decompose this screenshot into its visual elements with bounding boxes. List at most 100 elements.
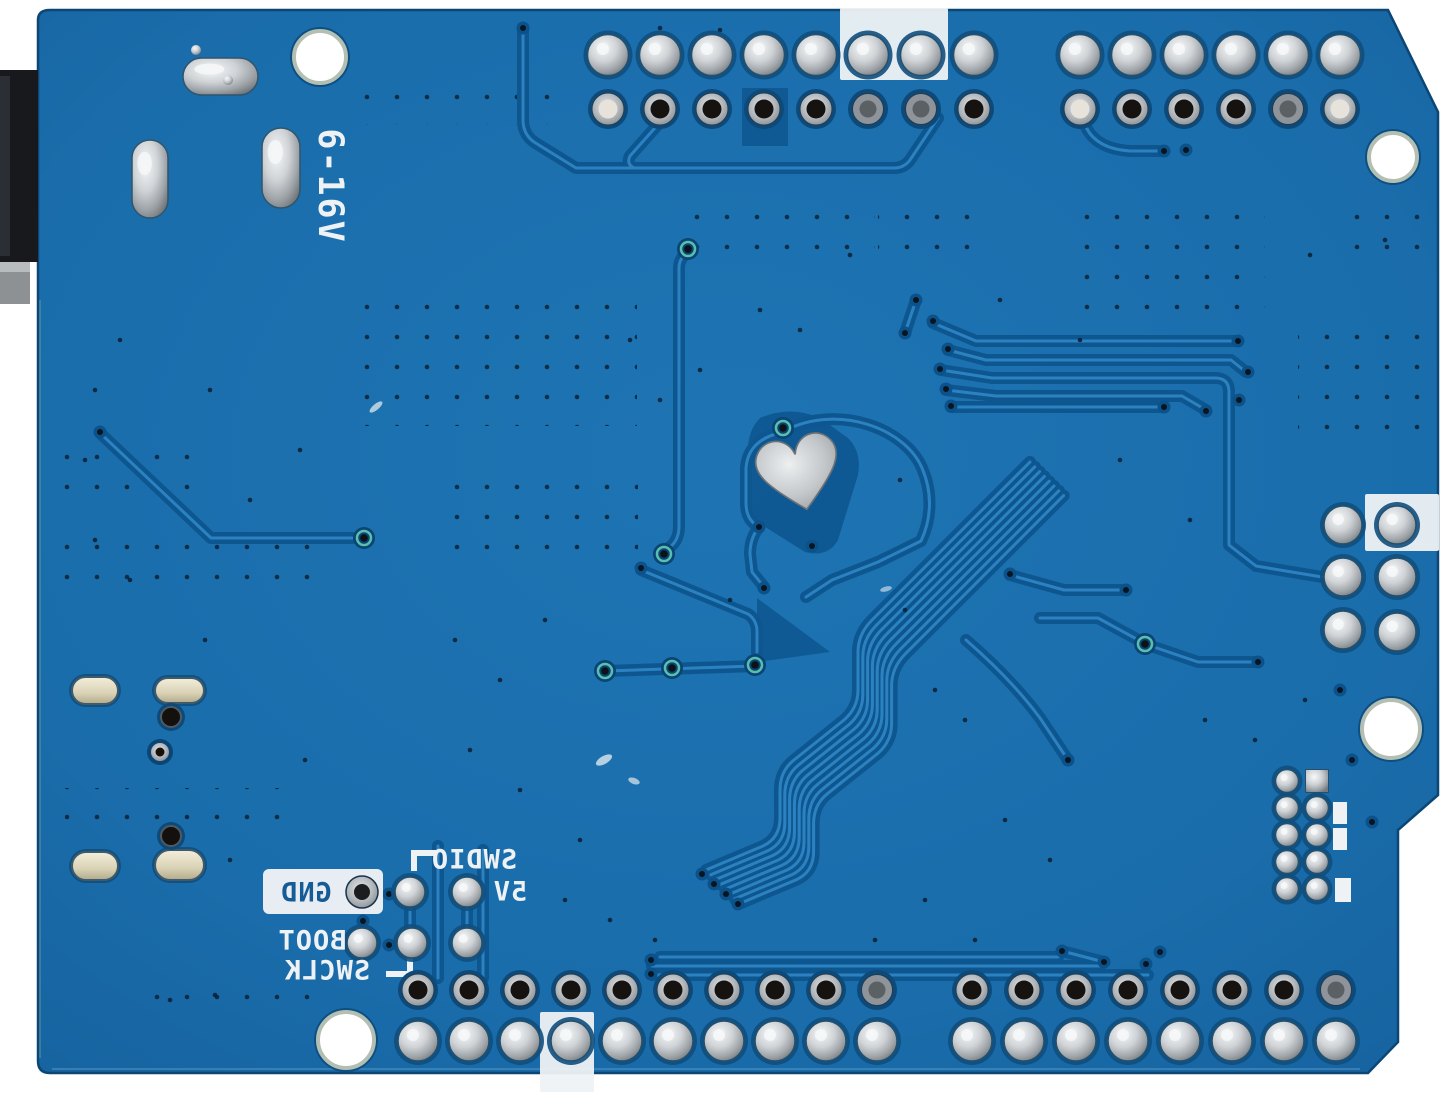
through-hole-center [1330,99,1350,119]
solder-joint [1263,1020,1305,1062]
drill-dot [497,677,503,683]
copper-trace [98,431,354,540]
solder-glint [764,1029,776,1041]
copper-trace [944,388,1208,412]
through-hole-center [868,981,886,999]
mounting-hole [292,29,348,85]
drill-dot [1307,252,1313,258]
solder-joint [1274,876,1300,902]
solder-glint [648,42,662,55]
drill-dot [1077,337,1083,343]
via-grid [352,286,637,426]
through-hole-center [806,99,826,119]
drill-dot [932,687,938,693]
stadium-pad [154,677,205,704]
drill-dot [1047,857,1053,863]
drill-dot [727,597,733,603]
solder-glint [1310,882,1318,889]
solder-joint [448,1020,490,1062]
solder-glint [137,151,152,176]
solder-glint [1276,42,1290,55]
through-hole-center [714,980,734,1000]
solder-joint [1377,505,1417,545]
solder-glint [962,42,976,55]
through-hole-center [650,99,670,119]
drill-dot [1202,717,1208,723]
drill-dot [227,857,233,863]
solder-glint [1325,1029,1337,1041]
via [655,545,673,563]
via [945,346,951,352]
solder-joint [1110,33,1154,77]
solder-joint [856,1020,898,1062]
drill-dot [627,337,633,343]
via [360,534,368,542]
drill-dot [542,617,548,623]
via [663,659,681,677]
solder-joint [1266,33,1310,77]
through-hole-center [1170,980,1190,1000]
drill-dot [202,637,208,643]
drill-dot [997,297,1003,303]
drill-dot [92,387,98,393]
drill-dot [82,457,88,463]
solder-joint [652,1020,694,1062]
copper-trace [744,431,781,529]
drill-dot [212,992,218,998]
solder-joint [1304,822,1330,848]
through-hole-center [1118,980,1138,1000]
solder-joint [1323,505,1363,545]
solder-glint [1224,42,1238,55]
solder-joint [690,33,734,77]
via [155,747,165,757]
drill-dot [467,747,473,753]
solder-joint [1304,849,1330,875]
solder-glint [403,934,413,943]
copper-trace [639,568,759,654]
via [1369,819,1375,825]
through-hole-center [1327,981,1345,999]
gnd-label: GND [280,878,332,909]
drill-dot [562,897,568,903]
drill-dot [517,787,523,793]
through-hole-center [561,980,581,1000]
through-hole-center [1222,980,1242,1000]
via [648,957,654,963]
via [679,240,697,258]
solder-glint [267,140,283,164]
solder-joint [1159,1020,1201,1062]
5v-label: 5V [493,877,528,908]
through-hole-center [510,980,530,1000]
solder-joint [1377,612,1417,652]
via [1157,949,1163,955]
via-grid [690,198,875,260]
via [668,664,676,672]
solder-glint [560,1029,572,1041]
solder-joint [397,1020,439,1062]
solder-joint [451,876,483,908]
through-hole-center [816,980,836,1000]
drill-dot [897,477,903,483]
copper-trace [704,460,1032,872]
drill-dot [847,252,853,258]
solder-joint [394,876,426,908]
copper-trace [931,321,1238,343]
via [735,901,741,907]
solder-joint [742,33,786,77]
via [648,971,654,977]
via [1123,587,1129,593]
solder-glint [194,63,225,75]
solder-joint [754,1020,796,1062]
copper-trace [784,417,931,599]
via [902,330,908,336]
solder-glint [1328,42,1342,55]
drill-dot [607,917,613,923]
via [723,891,729,897]
copper-trace [718,474,1046,886]
solder-glint [1386,565,1398,577]
solder-glint [509,1029,521,1041]
single-test-points [82,25,1388,1003]
via [601,667,609,675]
